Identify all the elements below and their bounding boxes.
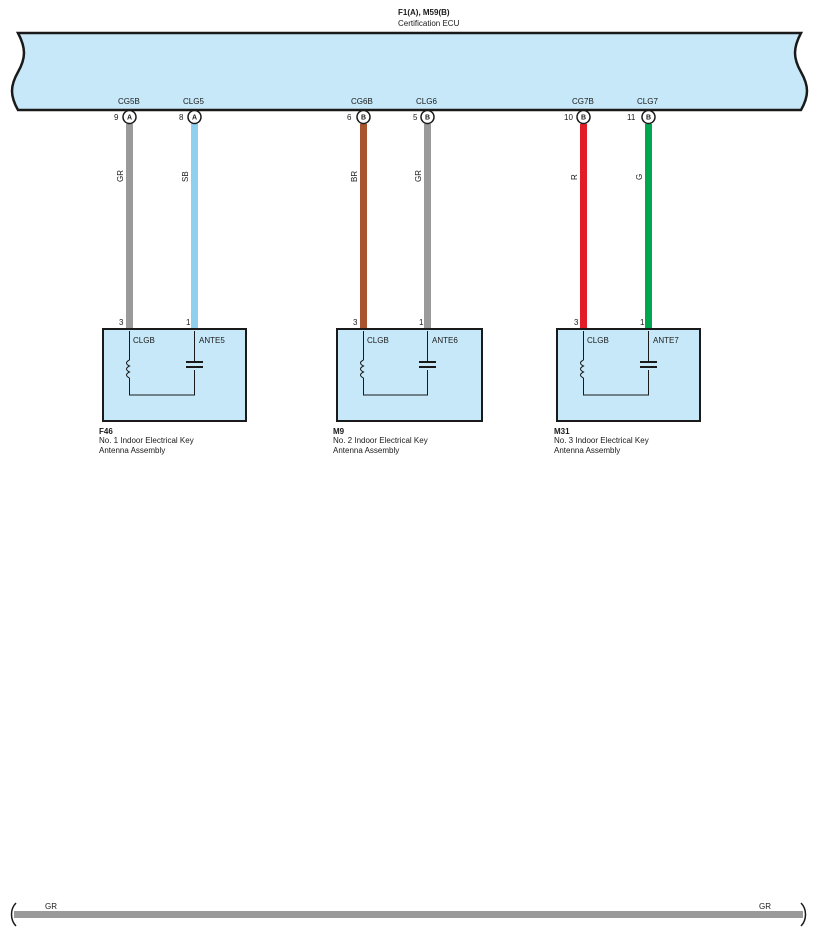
ecu-terminal-label: CLG7 (637, 97, 658, 106)
wire-line (580, 124, 587, 329)
ecu-terminal-label: CLG6 (416, 97, 437, 106)
antenna-assembly-3: CLGB ANTE7 M31 No. 3 Indoor Electrical K… (554, 328, 701, 455)
device-pin-number: 3 (574, 318, 579, 327)
wire-color-code: BR (350, 171, 359, 182)
connector-letter: B (425, 115, 430, 122)
bottom-wire-left-label: GR (45, 902, 57, 911)
capacitor-label: ANTE6 (432, 336, 458, 345)
ecu-pin-number: 9 (114, 113, 119, 122)
wire-color-code: R (570, 174, 579, 180)
device-code: M9 (333, 427, 345, 436)
wire-color-code: G (635, 174, 644, 180)
device-pin-number: 1 (640, 318, 645, 327)
wire-6: CLG7 11 B G 1 (627, 97, 658, 329)
device-box (336, 328, 483, 422)
connector-circle (356, 109, 371, 125)
device-pin-number: 3 (353, 318, 358, 327)
connector-circle (641, 109, 656, 125)
wire-line (191, 124, 198, 329)
wire-line (360, 124, 367, 329)
ecu-body (10, 31, 809, 112)
device-name-line1: No. 1 Indoor Electrical Key (99, 436, 194, 445)
antenna-assembly-1: CLGB ANTE5 F46 No. 1 Indoor Electrical K… (99, 328, 247, 455)
device-pin-number: 1 (419, 318, 424, 327)
wire-color-code: GR (116, 170, 125, 182)
connector-letter: A (127, 115, 132, 122)
connector-letter: B (581, 115, 586, 122)
wire-4: CLG6 5 B GR 1 (413, 97, 437, 329)
wire-3: CG6B 6 B BR 3 (347, 97, 373, 329)
device-name-line1: No. 2 Indoor Electrical Key (333, 436, 428, 445)
connector-circle (187, 109, 202, 125)
ecu-terminal-label: CG7B (572, 97, 594, 106)
ecu-terminal-label: CG5B (118, 97, 140, 106)
coil-label: CLGB (367, 336, 389, 345)
left-break-mark (10, 902, 17, 927)
coil-icon (360, 331, 428, 396)
ecu-terminal-label: CG6B (351, 97, 373, 106)
bottom-wire: GR GR (10, 902, 807, 927)
device-name-line2: Antenna Assembly (333, 446, 399, 455)
ecu-pin-number: 8 (179, 113, 184, 122)
antenna-assembly-2: CLGB ANTE6 M9 No. 2 Indoor Electrical Ke… (333, 328, 483, 455)
wire-line (126, 124, 133, 329)
ecu-pin-number: 11 (627, 113, 636, 122)
ecu-terminal-label: CLG5 (183, 97, 204, 106)
wire-line (645, 124, 652, 329)
connector-circle (122, 109, 137, 125)
connector-circle (420, 109, 435, 125)
wire-1: CG5B 9 A GR 3 (114, 97, 140, 329)
capacitor-label: ANTE7 (653, 336, 679, 345)
connector-letter: B (361, 115, 366, 122)
ecu-pin-number: 10 (564, 113, 573, 122)
capacitor-icon (640, 361, 657, 368)
coil-icon (126, 331, 195, 396)
wire-2: CLG5 8 A SB 1 (179, 97, 204, 329)
capacitor-icon (419, 361, 436, 368)
device-name-line2: Antenna Assembly (99, 446, 165, 455)
capacitor-label: ANTE5 (199, 336, 225, 345)
bottom-wire-right-label: GR (759, 902, 771, 911)
device-code: M31 (554, 427, 570, 436)
wire-color-code: SB (181, 171, 190, 182)
connector-letter: A (192, 115, 197, 122)
connector-letter: B (646, 115, 651, 122)
device-name-line1: No. 3 Indoor Electrical Key (554, 436, 649, 445)
coil-label: CLGB (133, 336, 155, 345)
device-pin-number: 1 (186, 318, 191, 327)
ecu-pin-number: 5 (413, 113, 418, 122)
wire-5: CG7B 10 B R 3 (564, 97, 594, 329)
wire-line (424, 124, 431, 329)
device-code: F46 (99, 427, 113, 436)
ecu-title: F1(A), M59(B) (398, 8, 450, 17)
ecu-subtitle: Certification ECU (398, 19, 460, 28)
capacitor-icon (186, 361, 203, 368)
device-name-line2: Antenna Assembly (554, 446, 620, 455)
right-break-mark (800, 902, 807, 927)
coil-icon (580, 331, 649, 396)
coil-label: CLGB (587, 336, 609, 345)
wire-color-code: GR (414, 170, 423, 182)
ecu-pin-number: 6 (347, 113, 352, 122)
device-pin-number: 3 (119, 318, 124, 327)
connector-circle (576, 109, 591, 125)
bottom-wire-line (14, 911, 803, 918)
